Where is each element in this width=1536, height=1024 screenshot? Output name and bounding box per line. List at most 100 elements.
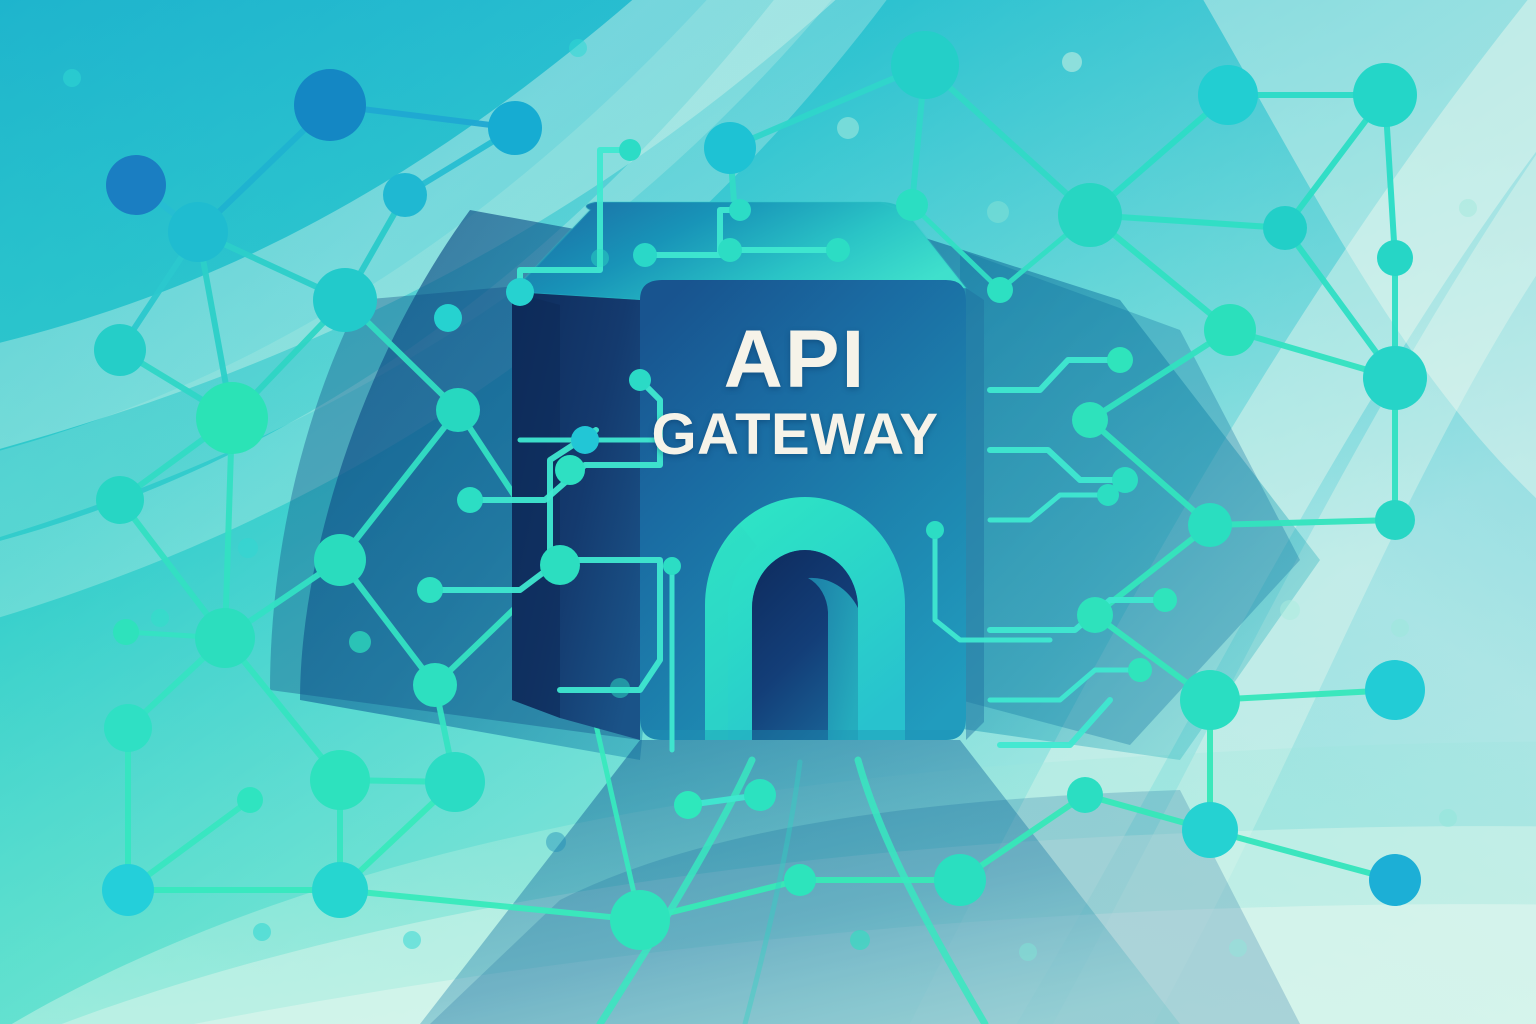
network-node	[294, 69, 366, 141]
network-node	[1363, 346, 1427, 410]
network-node	[383, 173, 427, 217]
network-link	[222, 415, 235, 641]
network-node	[1182, 802, 1238, 858]
network-node	[1263, 206, 1307, 250]
network-node	[1353, 63, 1417, 127]
network-node	[413, 663, 457, 707]
network-link	[222, 635, 343, 783]
decorative-dot	[403, 931, 421, 949]
network-node	[633, 243, 657, 267]
network-node	[987, 277, 1013, 303]
circuit-node	[571, 426, 599, 454]
network-node	[168, 202, 228, 262]
network-link	[1087, 212, 1288, 231]
decorative-dot	[1459, 199, 1477, 217]
network-link	[909, 202, 1003, 293]
decorative-dot	[1439, 809, 1457, 827]
network-node	[436, 388, 480, 432]
decorative-dot	[837, 117, 859, 139]
circuit-trace	[987, 492, 1111, 523]
decorative-dot	[238, 538, 258, 558]
circuit-trace	[997, 697, 1113, 748]
gateway-arch-group	[640, 497, 966, 740]
network-link	[337, 407, 461, 563]
network-node	[312, 862, 368, 918]
circuit-node	[457, 487, 483, 513]
network-link	[337, 557, 438, 688]
gateway-arch-outer	[705, 497, 905, 740]
network-node	[1204, 304, 1256, 356]
network-node	[506, 278, 534, 306]
decorative-dot	[1062, 52, 1082, 72]
decorative-dot	[1019, 943, 1037, 961]
network-link	[337, 887, 643, 923]
network-node	[896, 189, 928, 221]
decorative-dot	[63, 69, 81, 87]
network-node	[704, 122, 756, 174]
circuit-node	[729, 199, 751, 221]
network-node	[1077, 597, 1113, 633]
decorative-dot	[151, 609, 169, 627]
network-node	[237, 787, 263, 813]
network-node	[106, 155, 166, 215]
decorative-dot	[349, 631, 371, 653]
circuit-trace	[987, 667, 1143, 703]
circuit-trace	[517, 147, 633, 295]
network-node	[1058, 183, 1122, 247]
network-node	[718, 238, 742, 262]
network-link	[1207, 827, 1398, 883]
network-node	[96, 476, 144, 524]
circuit-node	[417, 577, 443, 603]
network-node	[1072, 402, 1108, 438]
network-node	[540, 545, 580, 585]
decorative-dot	[1229, 939, 1247, 957]
gateway-ground-paths	[596, 756, 989, 1024]
circuit-node	[1107, 347, 1133, 373]
network-node	[826, 238, 850, 262]
decorative-dot	[610, 678, 630, 698]
circuit-node	[663, 557, 681, 575]
circuit-trace	[932, 527, 1053, 643]
network-node	[555, 455, 585, 485]
gateway-right-edge	[966, 288, 984, 740]
network-node	[1198, 65, 1258, 125]
circuit-node	[629, 369, 651, 391]
network-node	[1369, 854, 1421, 906]
decorative-dot	[1280, 600, 1300, 620]
network-link	[727, 62, 928, 151]
network-link	[1207, 517, 1398, 528]
network-node	[891, 31, 959, 99]
circuit-node	[1112, 467, 1138, 493]
decorative-dot	[253, 923, 271, 941]
circuit-node	[1153, 588, 1177, 612]
network-node	[425, 752, 485, 812]
circuit-trace	[987, 357, 1123, 393]
network-link	[1087, 327, 1233, 423]
network-node	[1067, 777, 1103, 813]
decorative-dot	[1391, 619, 1409, 637]
network-nodes	[63, 31, 1477, 961]
circuit-node	[1097, 484, 1119, 506]
network-node	[1377, 240, 1413, 276]
circuit-node	[1128, 658, 1152, 682]
network-node	[104, 704, 152, 752]
network-node	[1188, 503, 1232, 547]
network-node	[488, 101, 542, 155]
network-node	[434, 304, 462, 332]
network-node	[314, 534, 366, 586]
network-node	[113, 619, 139, 645]
decorative-dot	[987, 201, 1009, 223]
circuit-node	[619, 139, 641, 161]
network-link	[1207, 687, 1398, 703]
circuit-trace	[467, 377, 663, 503]
network-link	[1087, 417, 1213, 528]
circuit-trace	[987, 447, 1128, 483]
network-node	[934, 854, 986, 906]
network-node	[610, 890, 670, 950]
decorative-dot	[569, 39, 587, 57]
network-node	[1365, 660, 1425, 720]
circuit-node	[926, 521, 944, 539]
circuit-node	[674, 791, 702, 819]
